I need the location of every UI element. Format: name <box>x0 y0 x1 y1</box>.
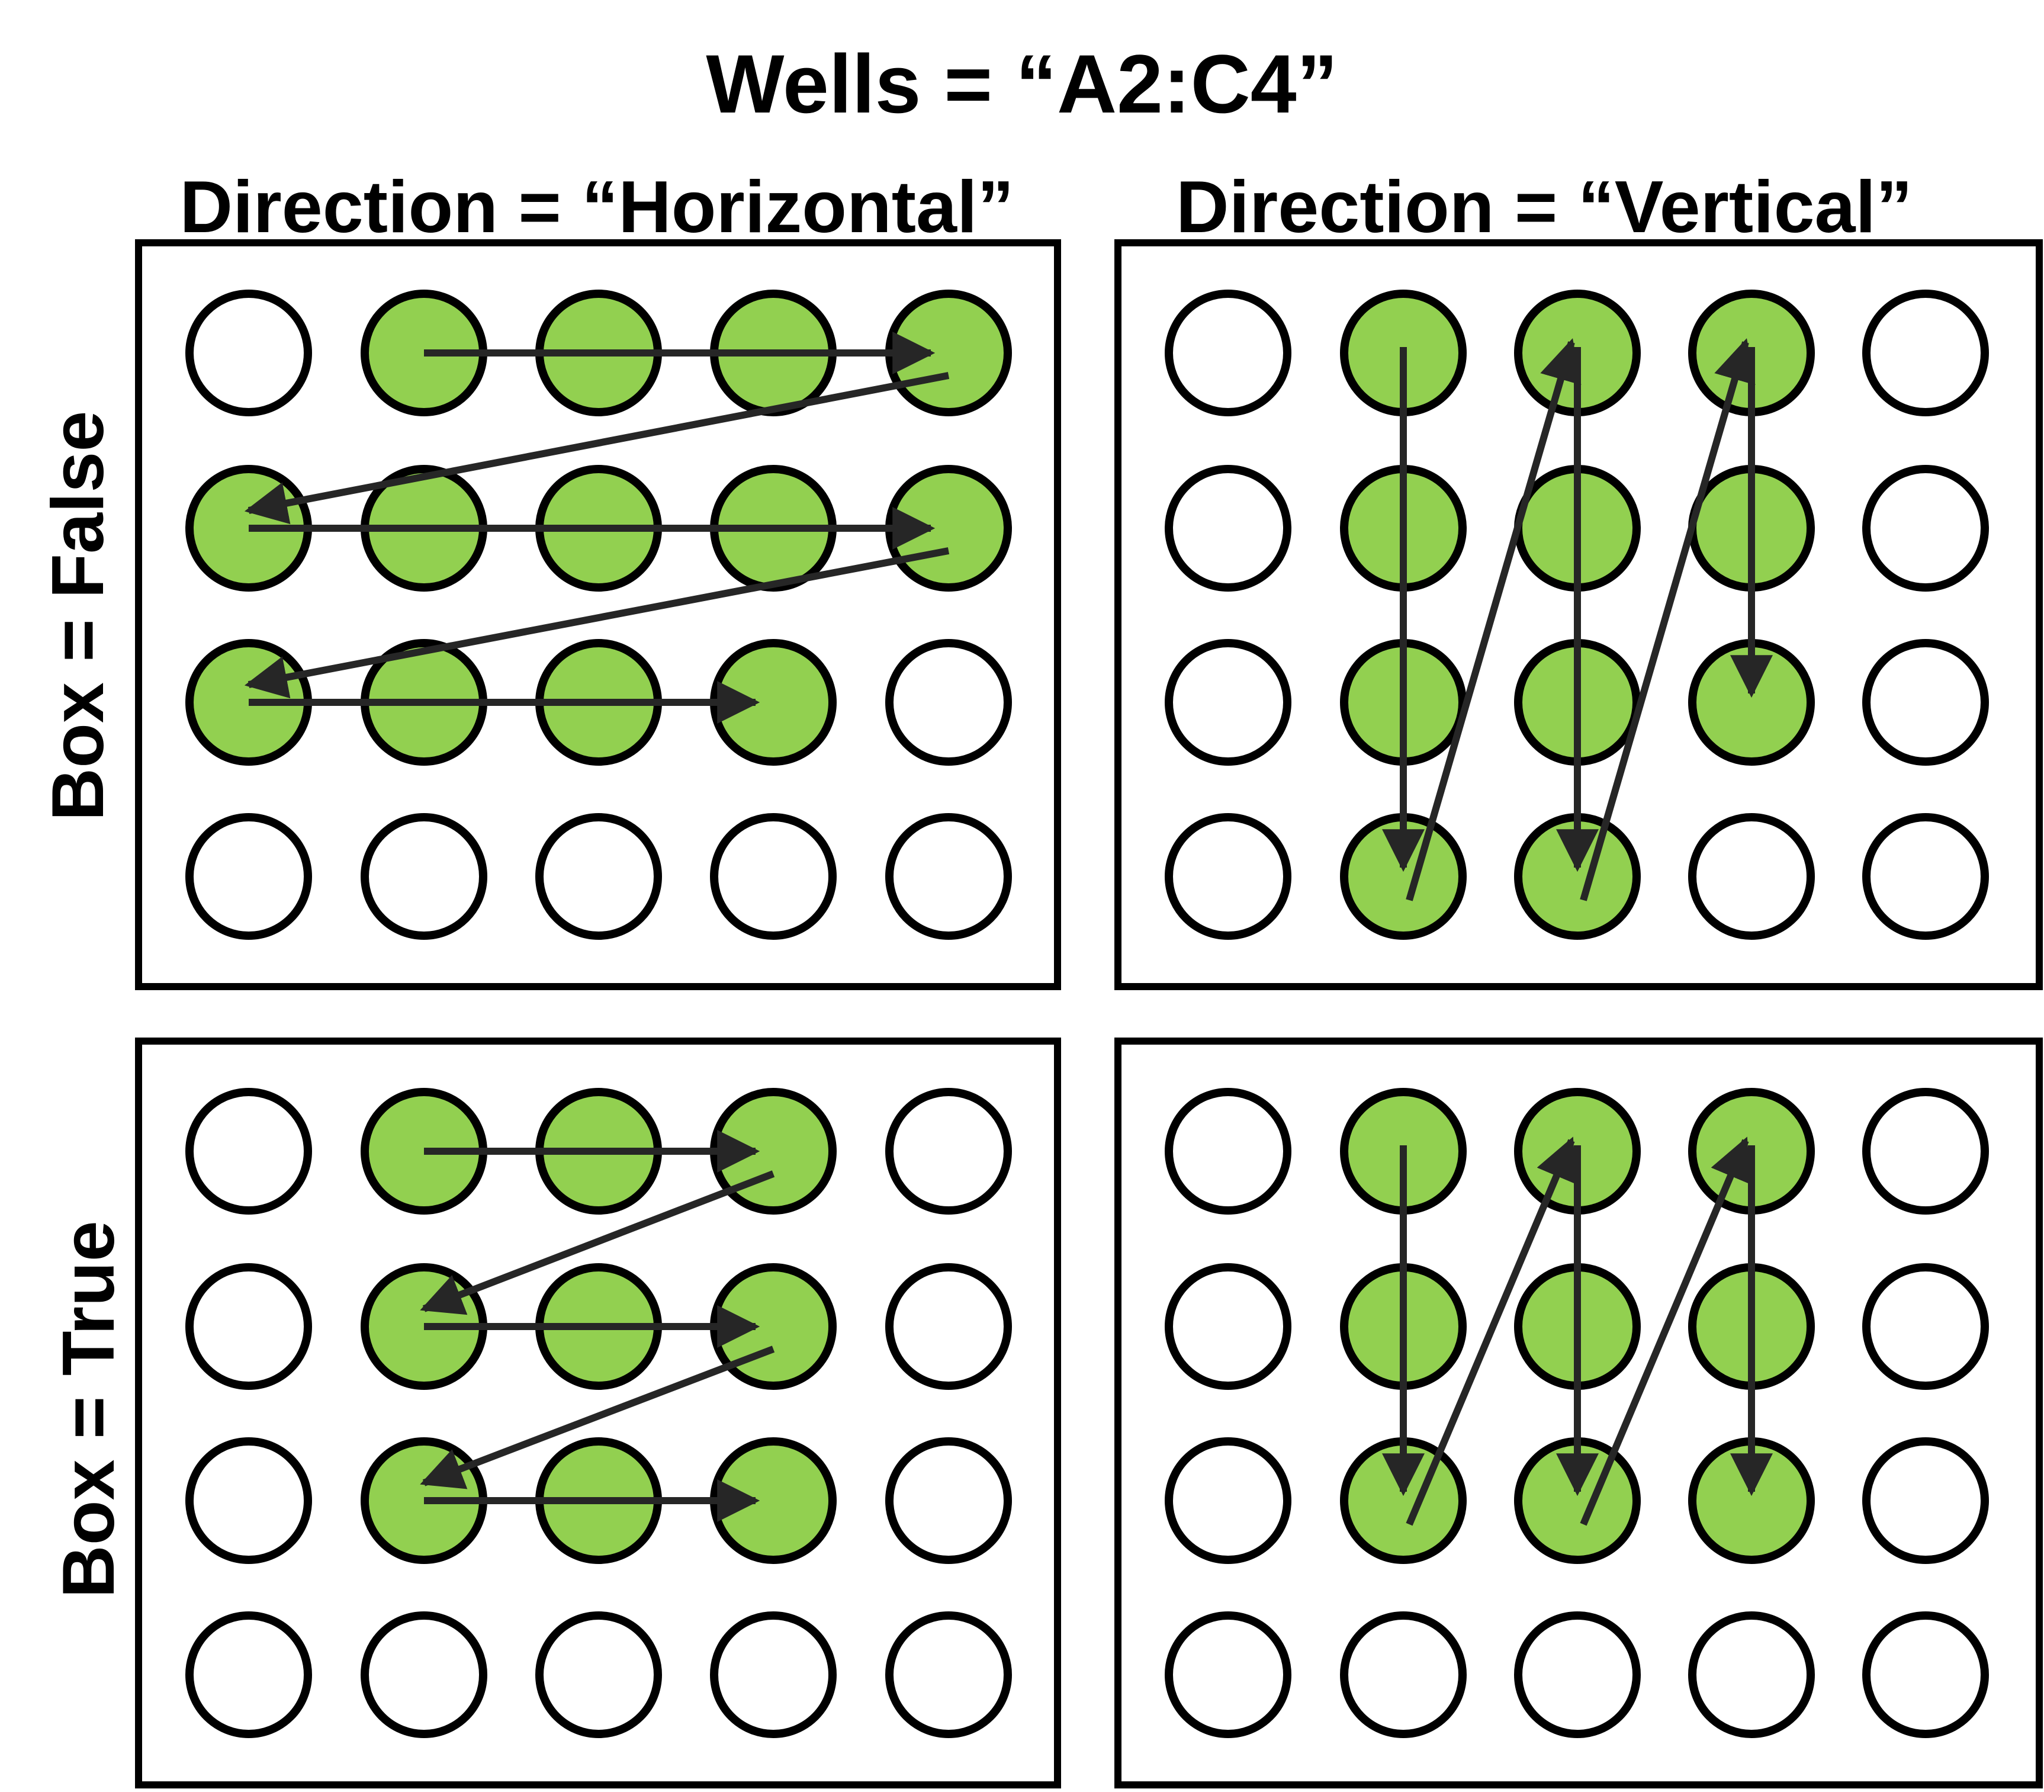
well-empty-horizontal-box-true-r3c1 <box>361 1611 487 1738</box>
traversal-arrow-vertical-box-false-2 <box>1406 338 1582 901</box>
panel-horizontal-box-false <box>135 239 1061 990</box>
well-empty-vertical-box-false-r2c0 <box>1165 639 1291 766</box>
well-empty-vertical-box-false-r3c0 <box>1165 813 1291 940</box>
well-empty-vertical-box-false-r3c3 <box>1688 813 1815 940</box>
well-empty-vertical-box-false-r1c0 <box>1165 465 1291 592</box>
diagram-title: Wells = “A2:C4” <box>706 37 1338 130</box>
column-label-vertical: Direction = “Vertical” <box>1176 166 1913 248</box>
well-empty-horizontal-box-true-r0c0 <box>185 1088 312 1215</box>
well-empty-vertical-box-true-r3c1 <box>1340 1611 1467 1738</box>
traversal-arrow-horizontal-box-false-2 <box>244 372 950 525</box>
panel-vertical-box-false <box>1114 239 2043 990</box>
well-empty-vertical-box-true-r0c0 <box>1165 1088 1291 1215</box>
well-empty-vertical-box-true-r1c4 <box>1862 1263 1989 1390</box>
well-empty-horizontal-box-false-r0c0 <box>185 290 312 416</box>
well-empty-horizontal-box-true-r1c4 <box>885 1263 1012 1390</box>
well-empty-horizontal-box-false-r3c3 <box>710 813 837 940</box>
panel-vertical-box-true <box>1114 1038 2043 1788</box>
well-empty-horizontal-box-false-r2c4 <box>885 639 1012 766</box>
well-empty-horizontal-box-true-r2c4 <box>885 1437 1012 1564</box>
well-empty-horizontal-box-true-r3c2 <box>535 1611 662 1738</box>
well-empty-vertical-box-true-r1c0 <box>1165 1263 1291 1390</box>
well-empty-horizontal-box-true-r0c4 <box>885 1088 1012 1215</box>
well-empty-vertical-box-true-r2c4 <box>1862 1437 1989 1564</box>
well-empty-horizontal-box-true-r3c3 <box>710 1611 837 1738</box>
well-empty-vertical-box-true-r3c2 <box>1514 1611 1641 1738</box>
well-empty-horizontal-box-false-r3c4 <box>885 813 1012 940</box>
panel-horizontal-box-true <box>135 1038 1061 1788</box>
traversal-arrow-horizontal-box-true-4 <box>420 1345 775 1489</box>
traversal-arrow-vertical-box-false-4 <box>1580 338 1756 901</box>
well-empty-vertical-box-false-r1c4 <box>1862 465 1989 592</box>
well-empty-vertical-box-true-r0c4 <box>1862 1088 1989 1215</box>
well-empty-horizontal-box-true-r2c0 <box>185 1437 312 1564</box>
well-empty-vertical-box-true-r2c0 <box>1165 1437 1291 1564</box>
well-empty-horizontal-box-false-r3c1 <box>361 813 487 940</box>
well-empty-vertical-box-false-r0c0 <box>1165 290 1291 416</box>
well-empty-vertical-box-false-r2c4 <box>1862 639 1989 766</box>
traversal-arrow-horizontal-box-true-2 <box>420 1170 775 1315</box>
well-empty-vertical-box-true-r3c4 <box>1862 1611 1989 1738</box>
well-empty-horizontal-box-false-r3c0 <box>185 813 312 940</box>
well-empty-horizontal-box-true-r1c0 <box>185 1263 312 1390</box>
traversal-arrow-horizontal-box-false-4 <box>244 547 950 699</box>
well-empty-horizontal-box-true-r3c0 <box>185 1611 312 1738</box>
well-empty-horizontal-box-false-r3c2 <box>535 813 662 940</box>
column-label-horizontal: Direction = “Horizontal” <box>179 166 1014 248</box>
well-empty-vertical-box-false-r3c4 <box>1862 813 1989 940</box>
traversal-arrow-vertical-box-true-2 <box>1406 1136 1576 1526</box>
well-empty-vertical-box-true-r3c0 <box>1165 1611 1291 1738</box>
well-empty-vertical-box-true-r3c3 <box>1688 1611 1815 1738</box>
well-empty-horizontal-box-true-r3c4 <box>885 1611 1012 1738</box>
traversal-arrow-vertical-box-true-4 <box>1580 1136 1750 1526</box>
well-empty-vertical-box-false-r0c4 <box>1862 290 1989 416</box>
